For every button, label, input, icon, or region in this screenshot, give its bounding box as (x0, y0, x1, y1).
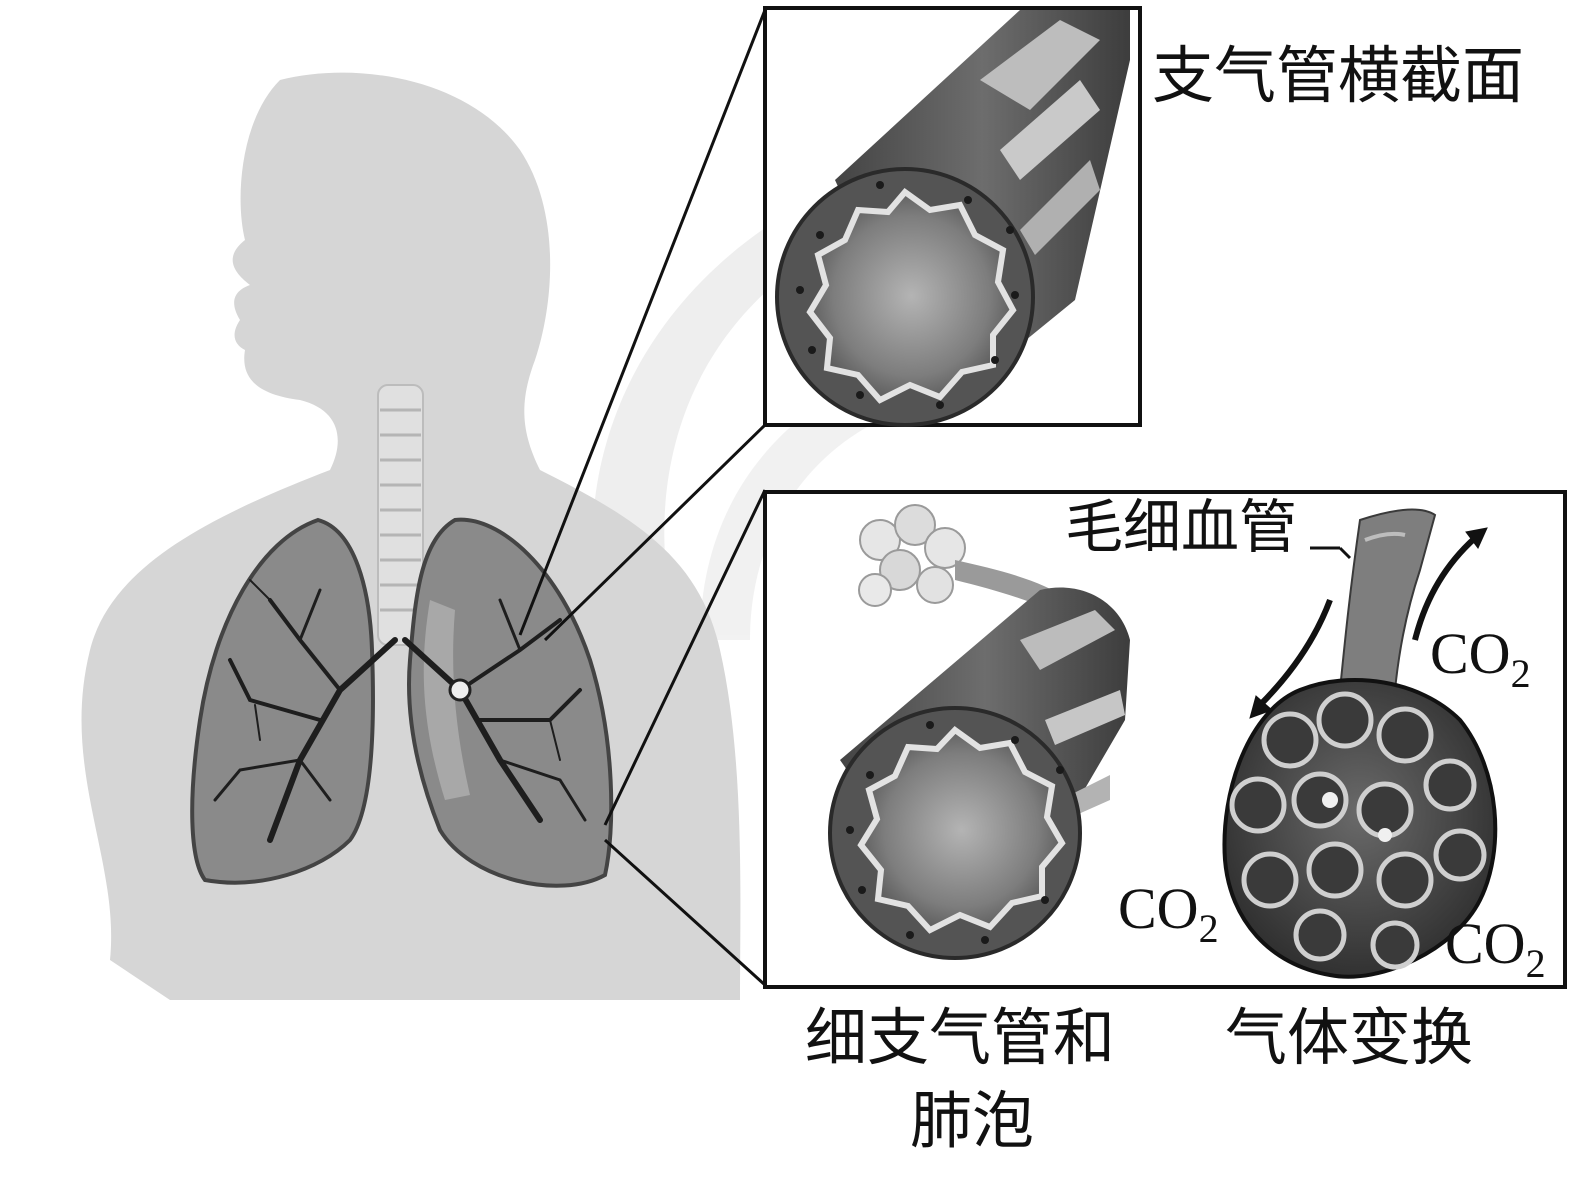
alveoli-inset (763, 490, 1567, 989)
lungs (190, 517, 614, 888)
label-bronchiole-alveoli-line1: 细支气管和 (805, 1001, 1116, 1074)
co2-main: CO (1118, 876, 1199, 941)
label-co2-top-right: CO2 (1430, 625, 1531, 694)
bronchial-tree (213, 579, 587, 843)
zoom-lines (518, 9, 767, 987)
background-swirl (592, 155, 1140, 640)
co2-sub: 2 (1510, 651, 1531, 696)
flow-arrows (1249, 527, 1488, 719)
label-bronchus-cross-section: 支气管横截面 (1152, 39, 1525, 112)
label-capillary: 毛细血管 (1065, 493, 1298, 561)
label-bronchiole-alveoli-line2: 肺泡 (910, 1084, 1035, 1157)
label-gas-exchange: 气体变换 (1225, 1001, 1474, 1074)
label-co2-bottom-right: CO2 (1445, 915, 1546, 984)
trachea (377, 384, 424, 646)
capillary-stem (1338, 508, 1437, 691)
capillary-pointer (1310, 546, 1352, 560)
co2-sub: 2 (1525, 941, 1546, 986)
label-co2-left: CO2 (1118, 880, 1219, 949)
co2-main: CO (1430, 621, 1511, 686)
bronchus-inset (763, 6, 1142, 427)
co2-main: CO (1445, 911, 1526, 976)
co2-sub: 2 (1198, 906, 1219, 951)
alveolus-sac (1222, 678, 1498, 979)
